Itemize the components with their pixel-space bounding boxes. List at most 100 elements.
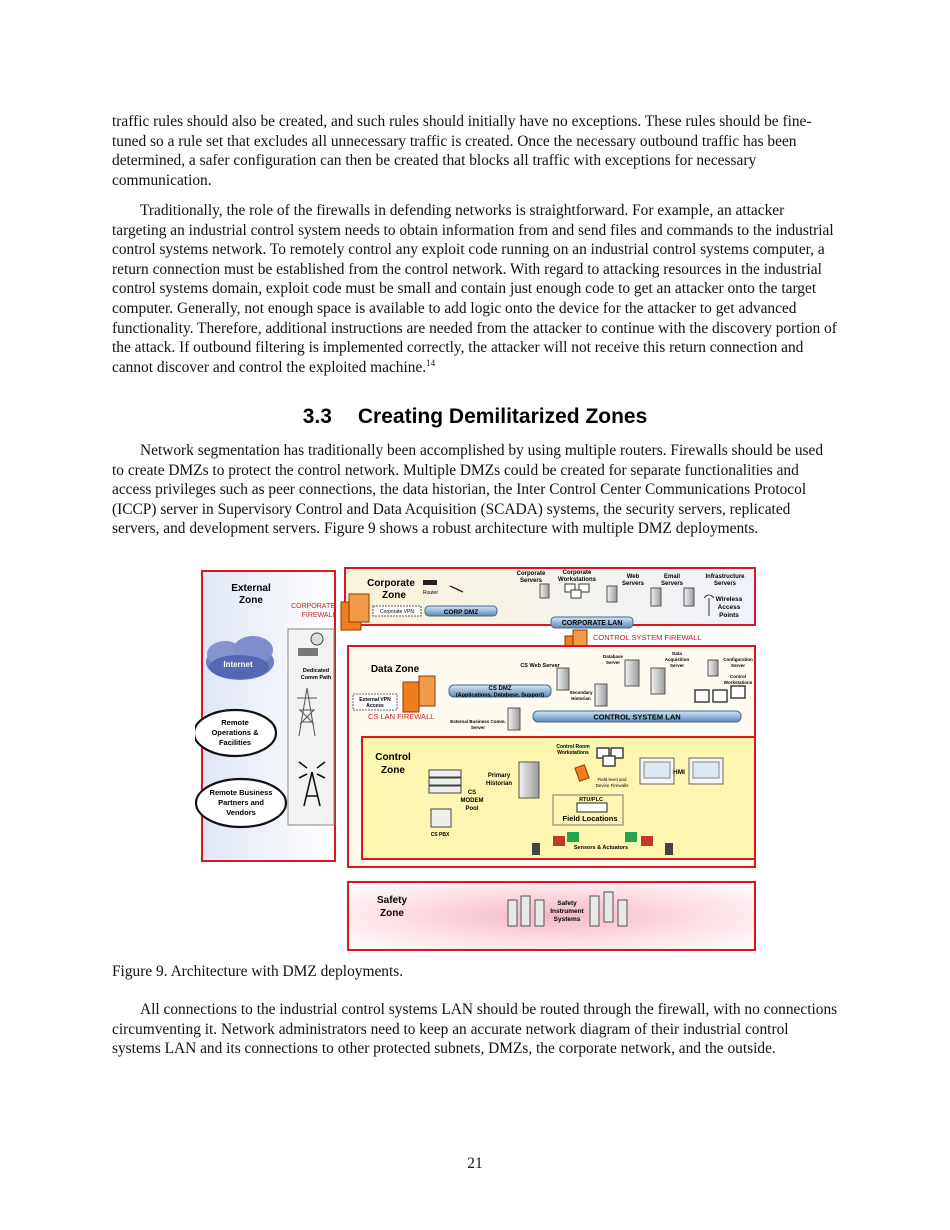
satellite-dish-icon xyxy=(298,632,324,656)
cs-dmz-sub-label: (Applications, Database, Support) xyxy=(456,693,544,699)
page-number: 21 xyxy=(467,1155,483,1172)
dedicated-comm-strip xyxy=(287,628,335,826)
footnote-marker: 14 xyxy=(426,357,436,368)
corporate-firewall-label-line2: FIREWALL xyxy=(302,612,337,619)
corporate-workstations-icon xyxy=(564,583,590,599)
wireless-access-point-icon xyxy=(703,594,715,616)
corporate-workstations-label-line2: Workstations xyxy=(558,577,597,583)
control-workstations-label-line1: Control xyxy=(730,674,746,679)
remote-operations-label-line2: Operations & xyxy=(211,728,259,737)
corporate-firewall-icon xyxy=(340,593,370,631)
control-system-lan-label: CONTROL SYSTEM LAN xyxy=(593,713,680,722)
internet-label: Internet xyxy=(223,660,253,669)
wireless-access-points-label-line3: Points xyxy=(719,612,739,619)
email-servers-label-line1: Email xyxy=(664,574,680,580)
control-system-firewall-label: CONTROL SYSTEM FIREWALL xyxy=(593,633,702,642)
control-zone-label-line2: Zone xyxy=(381,765,405,776)
web-servers-label-line2: Servers xyxy=(622,581,645,587)
data-acquisition-server-label-line3: Server xyxy=(670,663,684,668)
control-room-workstations-label-line2: Workstations xyxy=(557,750,589,756)
data-acquisition-server-label-line1: Data xyxy=(672,651,682,656)
transmission-tower-icon xyxy=(297,687,317,737)
database-server-label-line1: Database xyxy=(603,654,624,659)
cs-lan-firewall-icon xyxy=(402,675,436,713)
secondary-historian-label-line1: Secondary xyxy=(569,690,593,695)
data-zone-label: Data Zone xyxy=(371,664,420,675)
safety-instrument-systems-label-line1: Safety xyxy=(557,900,577,907)
internet-cloud-icon xyxy=(206,636,274,680)
safety-zone-label-line2: Zone xyxy=(380,908,404,919)
cs-modem-pool-label: CS MODEM Pool xyxy=(461,790,484,812)
corporate-workstations-label-line1: Corporate xyxy=(563,570,592,576)
secondary-historian-label-line2: Historian xyxy=(571,696,591,701)
paragraph-2-text: Traditionally, the role of the firewalls… xyxy=(112,202,837,376)
cs-modem-pool-label-line3: Pool xyxy=(466,806,479,812)
external-business-comm-label-line1: External Business Comm. xyxy=(450,719,506,724)
corporate-lan-bar xyxy=(550,616,634,629)
infrastructure-server-icon xyxy=(683,587,695,607)
cs-modem-pool-label-line1: CS xyxy=(468,790,476,796)
cs-dmz-label: CS DMZ xyxy=(489,686,512,692)
dedicated-comm-label-line1: Dedicated xyxy=(303,668,329,674)
paragraph-3: Network segmentation has traditionally b… xyxy=(112,442,824,538)
cs-pbx-label: CS PBX xyxy=(431,832,450,838)
field-level-firewalls-label-line2: Device Firewalls xyxy=(596,783,630,788)
control-zone-label-line1: Control xyxy=(375,752,411,763)
sensors-actuators-icon xyxy=(532,832,673,855)
infrastructure-servers-label-line2: Servers xyxy=(714,581,737,587)
external-vpn-label-line1: External VPN xyxy=(359,697,391,703)
cs-modem-pool-label-line2: MODEM xyxy=(461,798,484,804)
control-room-workstations-icon xyxy=(596,747,624,767)
paragraph-2: Traditionally, the role of the firewalls… xyxy=(112,201,838,377)
external-zone-label-line1: External xyxy=(231,583,271,594)
cs-web-server-label: CS Web Server xyxy=(520,663,560,669)
web-server-icon xyxy=(606,585,618,603)
configuration-server-icon xyxy=(707,659,719,677)
safety-instrument-systems-icon xyxy=(507,891,628,927)
email-server-icon xyxy=(650,587,662,607)
safety-zone-label-line1: Safety xyxy=(377,895,407,906)
corp-dmz-bar xyxy=(424,605,498,617)
corporate-servers-label-line2: Servers xyxy=(520,578,543,584)
cs-dmz-bar xyxy=(448,684,552,698)
hmi-icon xyxy=(639,757,724,785)
database-server-icon xyxy=(624,659,640,687)
primary-historian-label-line2: Historian xyxy=(486,781,512,787)
dedicated-comm-label-line2: Comm Path xyxy=(301,675,332,681)
external-business-comm-icon xyxy=(507,707,521,731)
corporate-firewall-label-line1: CORPORATE xyxy=(291,603,335,610)
external-zone-label-line2: Zone xyxy=(239,595,263,606)
radio-tower-icon xyxy=(298,761,326,807)
remote-partners-label-line2: Partners and xyxy=(218,798,264,807)
section-title: Creating Demilitarized Zones xyxy=(357,405,648,428)
section-number: 3.3 xyxy=(302,405,332,428)
router-icon xyxy=(423,580,437,585)
safety-zone-box xyxy=(347,881,756,951)
primary-historian-icon xyxy=(518,761,540,799)
field-level-firewall-icon xyxy=(574,764,590,782)
cs-modem-pool-icon xyxy=(428,769,462,794)
remote-operations-label-line1: Remote xyxy=(221,718,249,727)
corporate-vpn-box xyxy=(372,605,422,617)
field-locations-label: Field Locations xyxy=(562,814,617,823)
safety-instrument-systems-label-line2: Instrument xyxy=(550,908,584,915)
wireless-access-points-label-line1: Wireless xyxy=(716,596,743,603)
corp-dmz-label: CORP DMZ xyxy=(444,609,479,616)
remote-partners-label-line3: Vendors xyxy=(226,808,256,817)
infrastructure-servers-label-line1: Infrastructure xyxy=(705,574,745,580)
remote-partners-label-line1: Remote Business xyxy=(210,788,273,797)
